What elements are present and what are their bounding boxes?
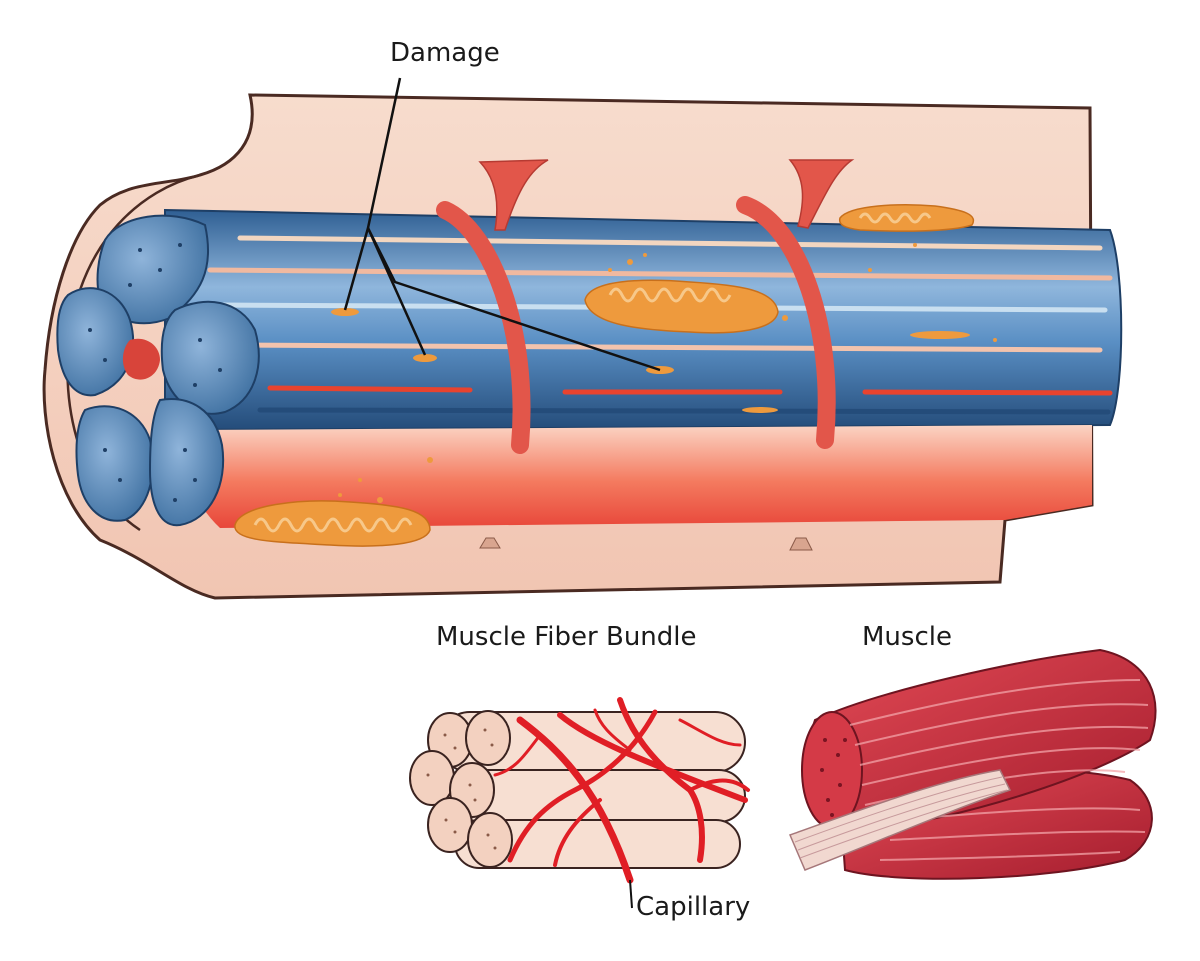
- muscle-tendon: [788, 769, 1012, 871]
- capillary-rings: [436, 196, 836, 454]
- capillary-pointer-line: [629, 879, 633, 909]
- bundle-capillaries: [493, 697, 750, 884]
- damage-pointer-lines: [343, 77, 661, 372]
- fibril-cross-sections: [56, 214, 260, 527]
- muscle-fiber-main: [42, 93, 1123, 600]
- fibril-core: [122, 338, 160, 380]
- capillary-label: Capillary: [636, 892, 751, 922]
- tendon-striations: [794, 776, 1008, 859]
- bundle-ends: [409, 710, 513, 868]
- lower-red-fiber: [183, 425, 1093, 528]
- damage-label: Damage: [390, 38, 500, 68]
- cross-section-dots: [88, 243, 222, 502]
- muscle: [788, 648, 1157, 880]
- damage-marks: [331, 243, 997, 503]
- mitochondria-cristae: [253, 212, 932, 533]
- muscle-label: Muscle: [862, 622, 952, 652]
- muscle-end-dots: [820, 738, 847, 817]
- capillary-branches: [478, 159, 855, 231]
- sheath-pores: [479, 537, 813, 551]
- muscle-fiber-bundle: [409, 697, 750, 909]
- muscle-fiber-bundle-label: Muscle Fiber Bundle: [436, 622, 697, 652]
- bundle-end-dots: [426, 728, 497, 850]
- muscle-cross-section: [801, 711, 863, 829]
